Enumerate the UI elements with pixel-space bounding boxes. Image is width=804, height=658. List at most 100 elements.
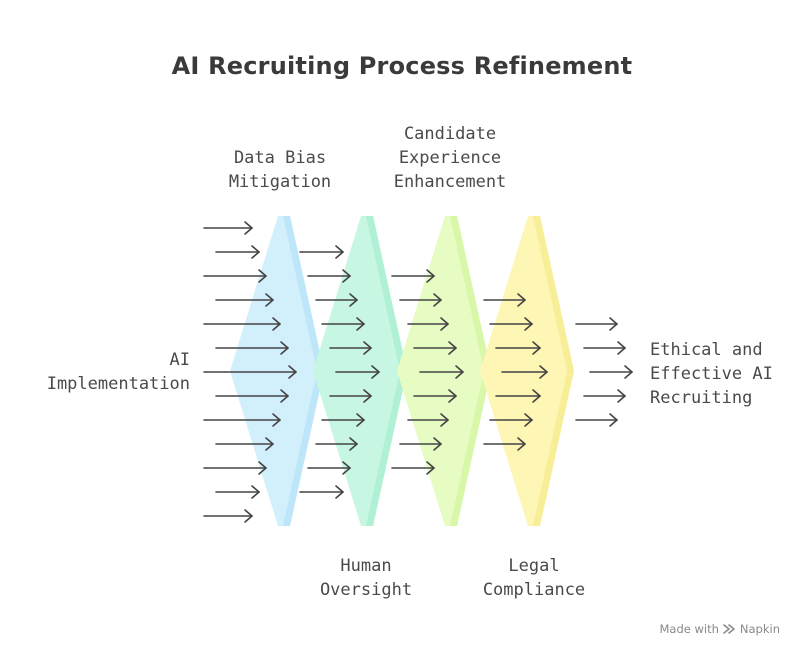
flow-arrow [329,341,372,355]
flow-arrow [321,317,365,331]
output-label-line: Ethical and [650,340,763,360]
flow-arrow-head [244,509,253,523]
flow-arrow [215,389,289,403]
flow-arrow [495,389,541,403]
input-label-line: AI [169,350,190,370]
flow-arrow-head [258,461,267,475]
flow-arrow [501,365,548,379]
flow-arrow [413,341,457,355]
flow-arrow [399,437,442,451]
flow-arrow [215,245,260,259]
stage-label-line: Mitigation [228,172,332,192]
credit-brand: Napkin [739,622,780,636]
stage-label-line: Enhancement [393,172,507,192]
flow-arrow-head [617,341,626,355]
flow-arrow [391,269,435,283]
flow-arrow-head [426,269,435,283]
flow-arrow [307,461,351,475]
output-label-line: Recruiting [650,388,753,408]
flow-arrow [203,269,267,283]
diagram-title: AI Recruiting Process Refinement [171,52,633,80]
flow-arrow-head [356,317,365,331]
flow-arrow [203,509,253,523]
flow-arrow [203,413,281,427]
flow-arrow [575,413,618,427]
stage-label-line: Experience [398,148,502,168]
flow-arrow-head [280,341,289,355]
flow-arrow-head [349,437,358,451]
stage-band-candidate-experience-enhancement [397,216,491,526]
stage-band-legal-compliance [480,216,574,526]
stage-label-data-bias-mitigation: Data Bias Mitigation [210,146,350,194]
flow-arrow-head [524,317,533,331]
stage-band-edge-data-bias-mitigation [283,216,324,526]
flow-arrow-head [258,269,267,283]
flow-arrow [575,317,618,331]
flow-arrow [589,365,633,379]
flow-arrow-head [532,341,541,355]
flow-arrow [203,365,297,379]
flow-arrow-head [363,389,372,403]
stage-band-edge-candidate-experience-enhancement [450,216,491,526]
input-label-line: Implementation [46,374,190,394]
flow-arrow [407,317,449,331]
flow-arrow-head [524,413,533,427]
stage-band-edge-human-oversight [366,216,407,526]
flow-arrow-head [517,293,526,307]
flow-arrow [215,437,274,451]
flow-arrow [335,365,380,379]
flow-arrow-head [335,485,344,499]
stage-label-line: Candidate [403,124,497,144]
flow-arrow [215,485,260,499]
flow-arrow-head [244,221,253,235]
flow-arrow [203,461,267,475]
flow-arrow-head [280,389,289,403]
flow-arrow-head [272,413,281,427]
flow-arrow-head [617,389,626,403]
flow-arrow-head [539,365,548,379]
flow-arrow-head [349,293,358,307]
flow-arrow [315,437,358,451]
flow-arrow [483,437,526,451]
stage-label-line: Legal [508,556,560,576]
stage-bands [230,216,574,526]
flow-arrow-head [624,365,633,379]
flow-arrow-head [363,341,372,355]
stage-label-line: Human [340,556,392,576]
flow-arrow [391,461,435,475]
stage-band-edge-legal-compliance [533,216,574,526]
stage-label-line: Data Bias [233,148,327,168]
flow-arrow-head [265,437,274,451]
flow-arrow [583,389,626,403]
flow-arrow-head [288,365,297,379]
stage-label-line: Compliance [482,580,586,600]
flow-arrow [495,341,541,355]
flow-arrow [413,389,457,403]
flow-arrow-head [251,485,260,499]
flow-arrow [407,413,449,427]
stage-label-candidate-experience-enhancement: Candidate Experience Enhancement [370,122,530,194]
stage-band-human-oversight [313,216,407,526]
flow-arrow [315,293,358,307]
flow-arrow-head [272,317,281,331]
flow-arrow [215,293,274,307]
flow-arrow-head [455,365,464,379]
stage-label-human-oversight: Human Oversight [296,554,436,602]
napkin-logo-icon [723,624,735,634]
flow-arrow [483,293,526,307]
flow-arrows [203,221,633,523]
flow-arrow-head [448,341,457,355]
flow-arrow [419,365,464,379]
flow-arrow-head [335,245,344,259]
flow-arrow-head [440,317,449,331]
flow-arrow-head [517,437,526,451]
flow-arrow-head [609,413,618,427]
flow-arrow-head [609,317,618,331]
flow-arrow [203,221,253,235]
flow-arrow [399,293,442,307]
input-label: AI Implementation [47,348,190,396]
stage-band-data-bias-mitigation [230,216,324,526]
stage-label-legal-compliance: Legal Compliance [464,554,604,602]
